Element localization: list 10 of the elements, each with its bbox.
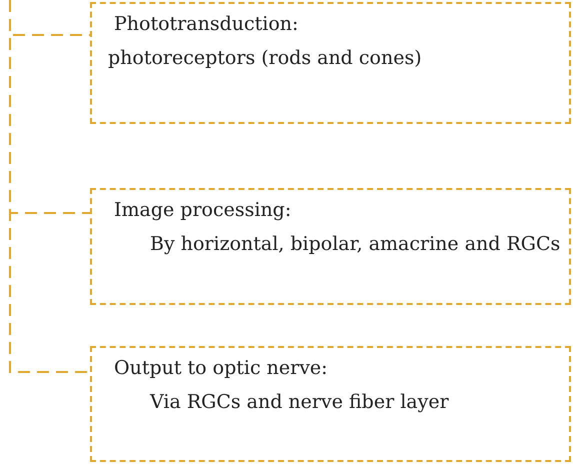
- box-body-text: By horizontal, bipolar, amacrine and RGCs: [149, 232, 561, 257]
- dashed-text-box: [90, 188, 571, 305]
- box-heading: Phototransduction:: [113, 12, 300, 37]
- box-heading: Image processing:: [113, 198, 292, 223]
- box-heading: Output to optic nerve:: [113, 356, 329, 381]
- dashed-connector: [9, 0, 90, 373]
- dashed-text-box: [90, 2, 571, 124]
- box-body-text: Via RGCs and nerve fiber layer: [148, 390, 450, 415]
- box-body-text: photoreceptors (rods and cones): [107, 46, 423, 71]
- dashed-text-box: [90, 346, 571, 462]
